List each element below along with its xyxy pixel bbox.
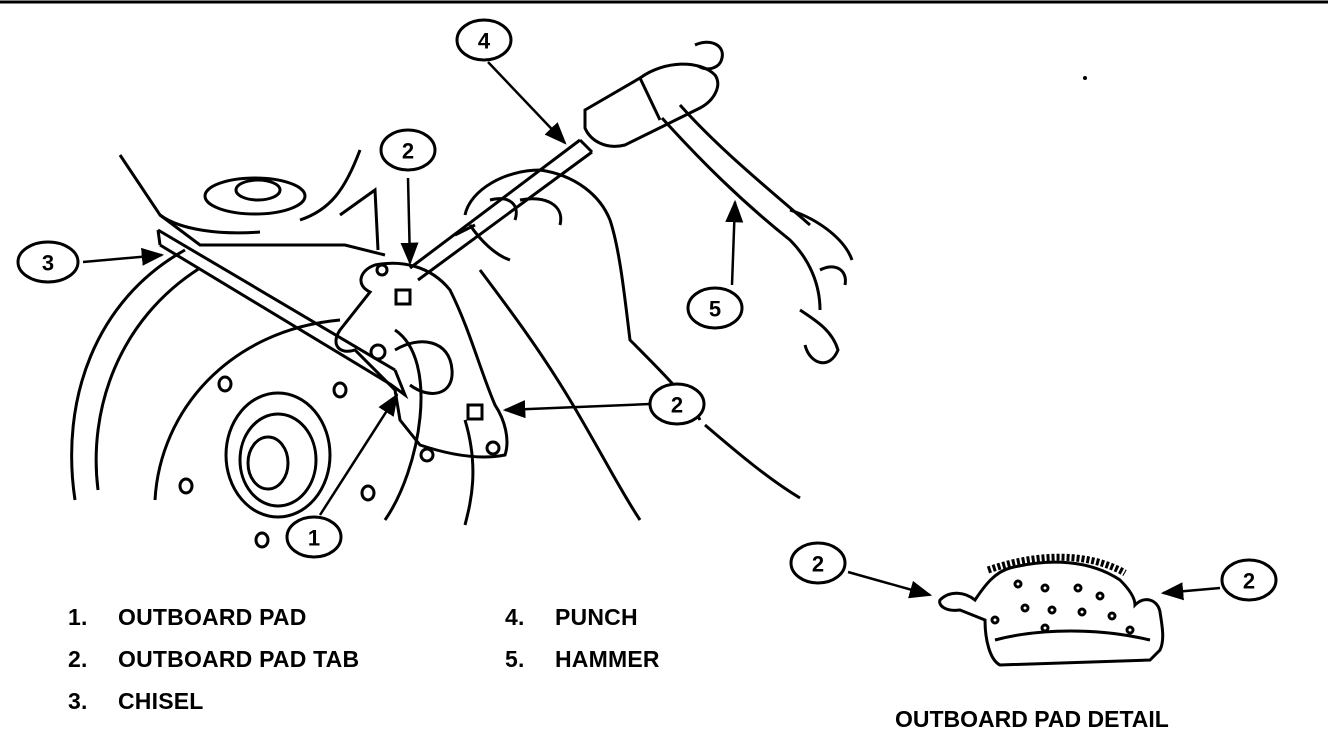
callout-3: 3	[16, 240, 80, 284]
suspension-strut	[118, 149, 386, 257]
legend-text: PUNCH	[555, 603, 638, 630]
callout-4: 4	[455, 18, 513, 62]
svg-text:2: 2	[1243, 569, 1255, 594]
svg-text:1: 1	[308, 526, 320, 551]
svg-text:2: 2	[402, 139, 414, 164]
legend-column-left: 1. OUTBOARD PAD 2. OUTBOARD PAD TAB 3. C…	[68, 596, 359, 722]
legend-number: 1.	[68, 603, 88, 630]
legend-column-right: 4. PUNCH 5. HAMMER	[505, 596, 660, 680]
legend-text: OUTBOARD PAD TAB	[118, 645, 360, 672]
chisel	[156, 228, 409, 400]
lug-holes	[178, 375, 376, 549]
svg-text:3: 3	[42, 251, 54, 276]
callout-2-detail-right: 2	[1220, 558, 1278, 602]
callout-2-detail-left: 2	[789, 541, 847, 585]
wheel-hub	[224, 391, 332, 519]
legend-number: 5.	[505, 645, 525, 672]
legend-item: 4. PUNCH	[505, 596, 660, 638]
callout-5: 5	[686, 286, 744, 330]
legend-item: 1. OUTBOARD PAD	[68, 596, 359, 638]
hand	[454, 168, 702, 521]
callout-2-top: 2	[379, 128, 437, 172]
legend-item: 2. OUTBOARD PAD TAB	[68, 638, 359, 680]
legend-text: OUTBOARD PAD	[118, 603, 307, 630]
arm-curve	[704, 423, 801, 500]
svg-text:2: 2	[671, 393, 683, 418]
callout-2-right: 2	[648, 382, 706, 426]
punch	[409, 138, 594, 282]
legend-text: CHISEL	[118, 687, 204, 714]
svg-text:5: 5	[709, 297, 721, 322]
legend-item: 5. HAMMER	[505, 638, 660, 680]
callout-1: 1	[285, 515, 343, 559]
legend-text: HAMMER	[555, 645, 660, 672]
detail-caption: OUTBOARD PAD DETAIL	[895, 706, 1169, 732]
speck	[1083, 76, 1087, 80]
svg-text:4: 4	[478, 29, 491, 54]
leader-arrows	[82, 61, 1221, 601]
legend-item: 3. CHISEL	[68, 680, 359, 722]
svg-text:2: 2	[812, 552, 824, 577]
legend-number: 3.	[68, 687, 88, 714]
caliper	[334, 261, 509, 463]
hammer	[583, 40, 854, 364]
legend-number: 4.	[505, 603, 525, 630]
legend-number: 2.	[68, 645, 88, 672]
outboard-pad-detail-drawing	[938, 553, 1165, 667]
